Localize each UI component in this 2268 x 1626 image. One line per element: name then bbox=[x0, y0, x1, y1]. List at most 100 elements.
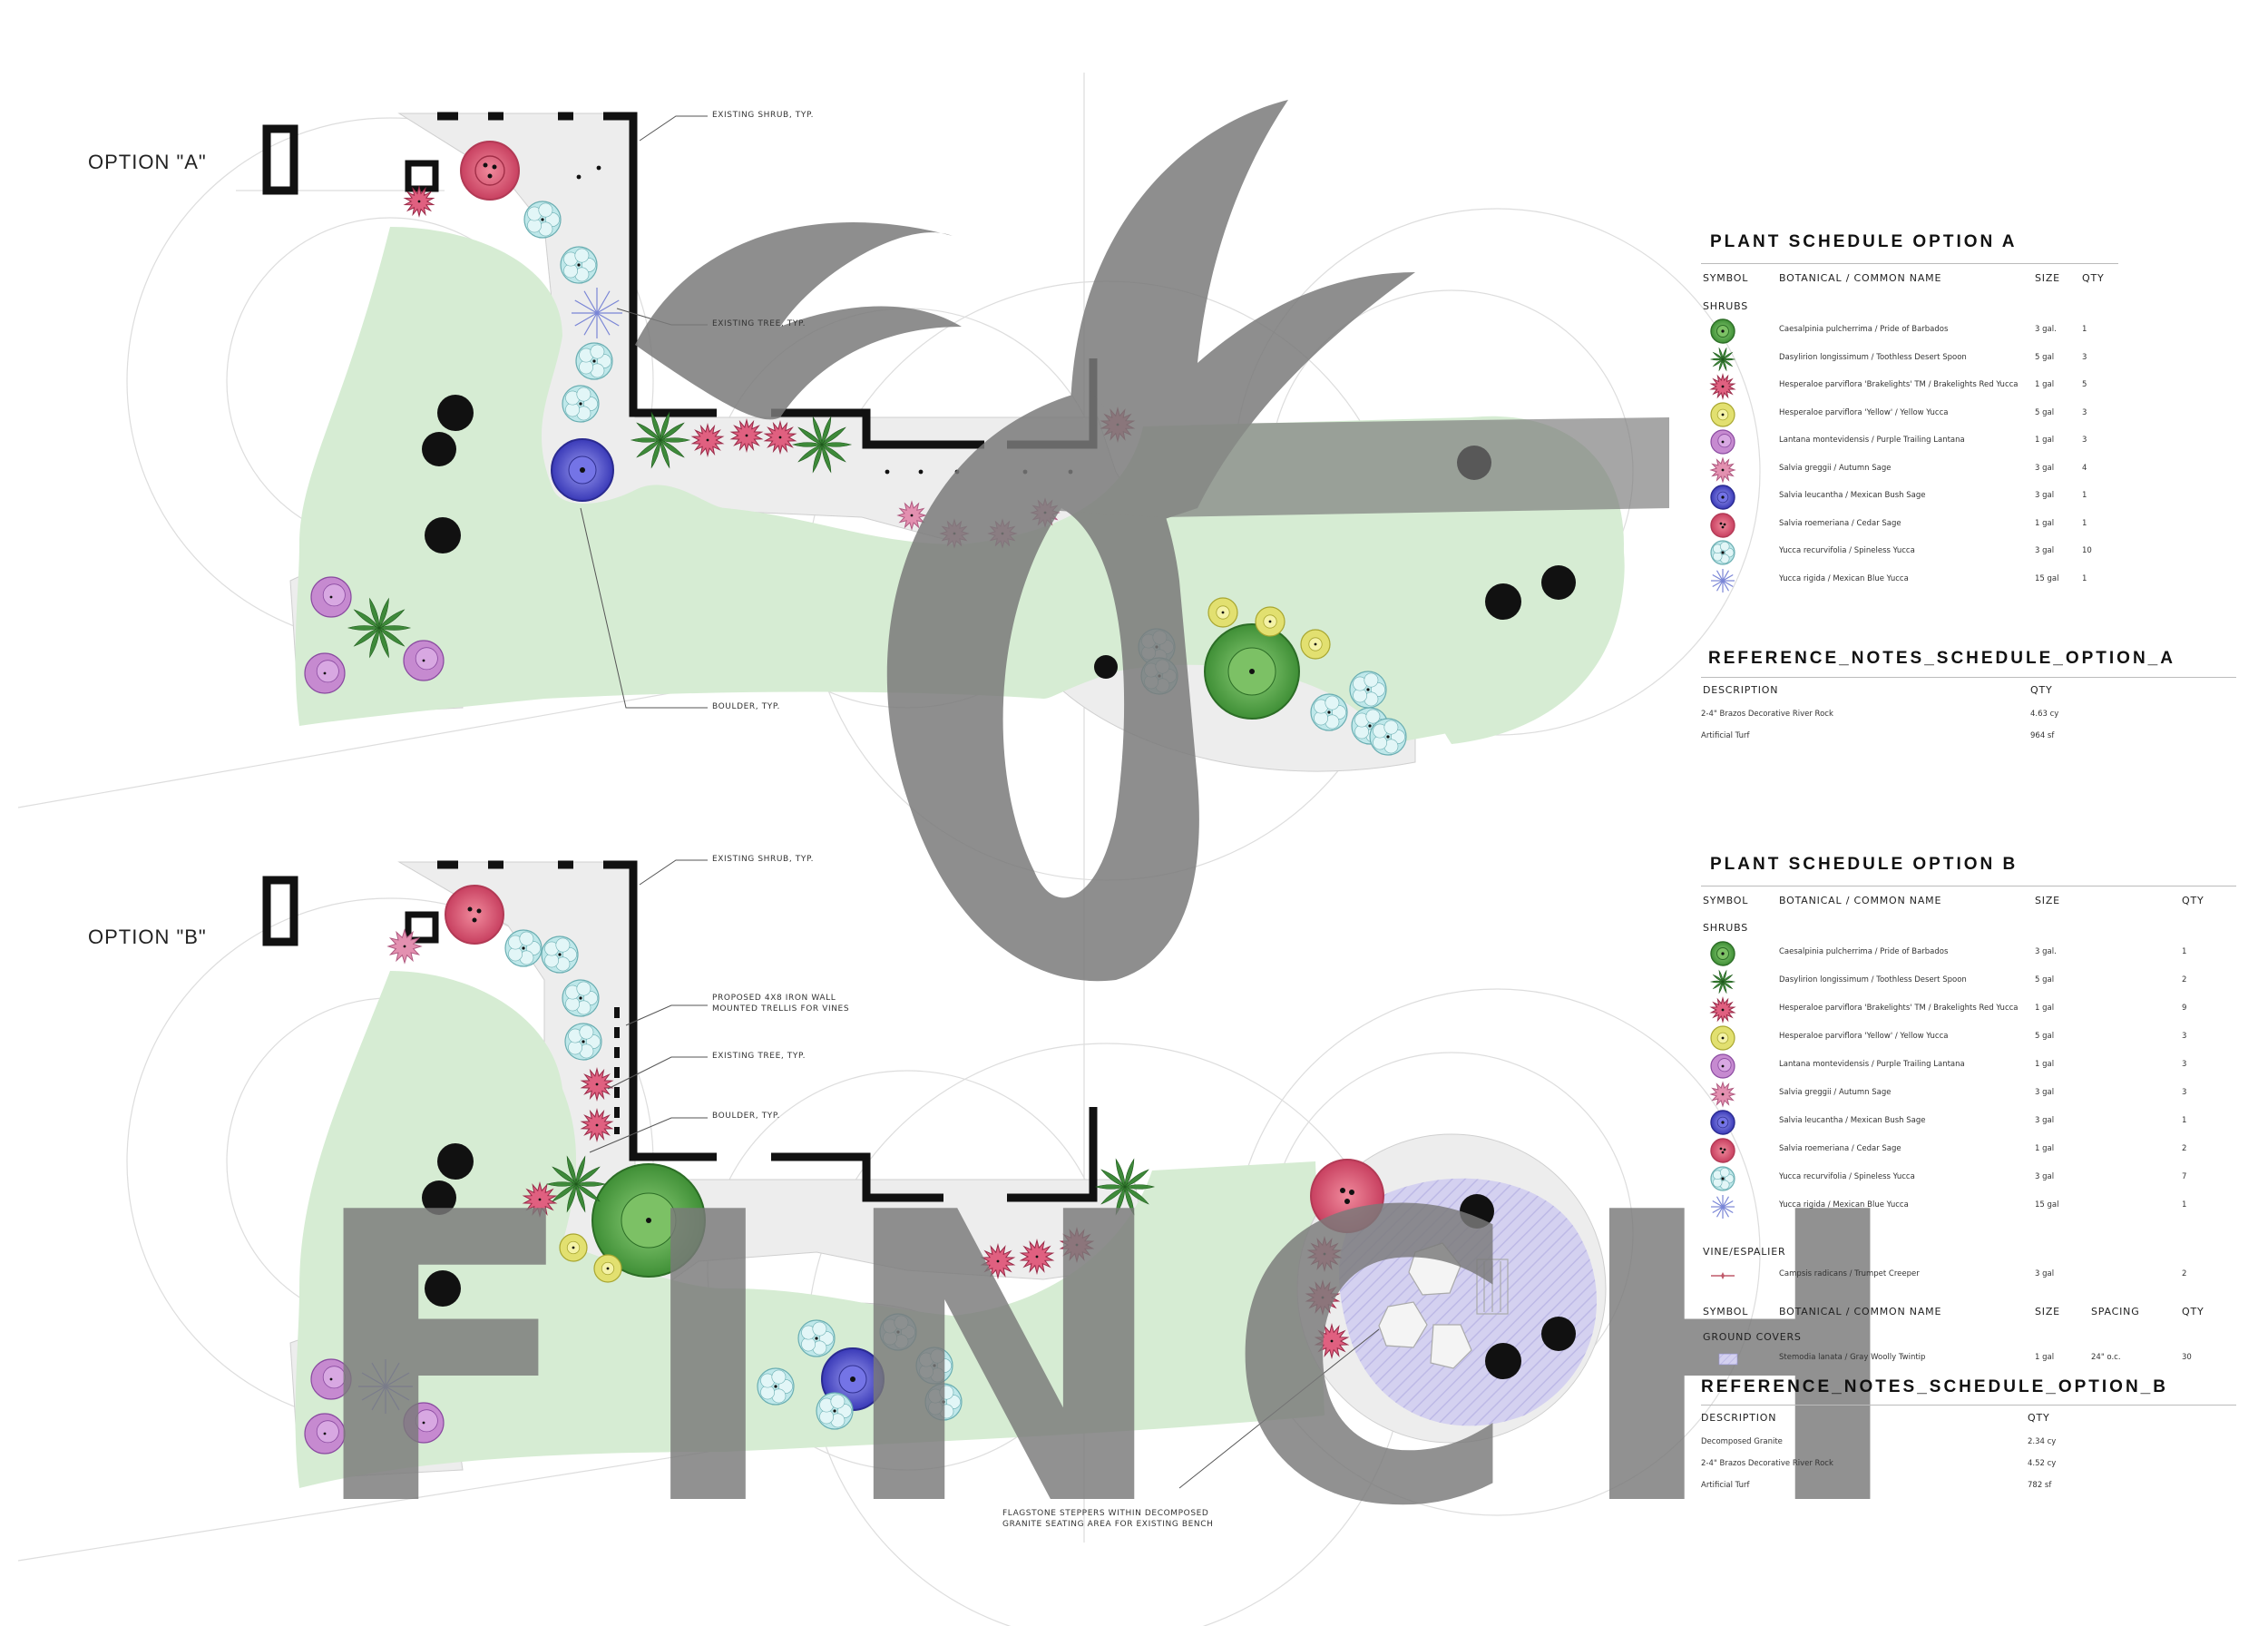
yellow-yucca-icon bbox=[1710, 401, 1735, 427]
blue-yucca-icon bbox=[1711, 568, 1735, 593]
spineless-yucca-icon bbox=[1310, 693, 1348, 731]
schedule-a-group-shrubs: SHRUBS bbox=[1703, 300, 1749, 312]
plant-schedule-option-b: PLANT SCHEDULE OPTION B SYMBOL BOTANICAL… bbox=[1701, 849, 2236, 1539]
desert-spoon-icon bbox=[347, 597, 412, 659]
schedule-row: Caesalpinia pulcherrima / Pride of Barba… bbox=[1701, 940, 2236, 967]
schedule-row: Hesperaloe parviflora 'Yellow' / Yellow … bbox=[1701, 1024, 2236, 1052]
desert-spoon-icon bbox=[791, 416, 853, 474]
yellow-yucca-icon bbox=[1207, 597, 1238, 628]
schedule-a-header-size: SIZE bbox=[2035, 272, 2060, 284]
plant-name: Yucca rigida / Mexican Blue Yucca bbox=[1779, 573, 1909, 583]
blue-yucca-icon bbox=[572, 288, 622, 338]
ref-description: 2-4" Brazos Decorative River Rock bbox=[1701, 1459, 1833, 1468]
spineless-yucca-icon bbox=[564, 1023, 602, 1061]
plant-qty: 2 bbox=[2182, 975, 2187, 984]
pride-of-barbados-icon bbox=[1710, 318, 1735, 344]
plant-size: 5 gal bbox=[2035, 975, 2055, 984]
schedule-a-header-name: BOTANICAL / COMMON NAME bbox=[1779, 272, 1942, 284]
purple-lantana-icon bbox=[310, 576, 352, 618]
plant-qty: 3 bbox=[2082, 352, 2087, 362]
plant-symbol-mexican-bush-sage bbox=[551, 438, 614, 502]
spineless-yucca-icon bbox=[1710, 540, 1735, 565]
callout-leaders bbox=[580, 115, 1380, 1489]
red-yucca-icon bbox=[403, 185, 435, 218]
spineless-yucca-icon bbox=[560, 246, 598, 284]
purple-lantana-icon bbox=[403, 640, 445, 681]
yellow-yucca-icon bbox=[559, 1233, 588, 1262]
purple-lantana-icon bbox=[304, 652, 346, 694]
purple-lantana-icon bbox=[310, 1358, 352, 1400]
plant-qty: 7 bbox=[2182, 1172, 2187, 1181]
schedule-b-header-symbol: SYMBOL bbox=[1703, 895, 1749, 906]
artificial-turf bbox=[295, 227, 1624, 744]
schedule-row: Dasylirion longissimum / Toothless Deser… bbox=[1701, 968, 2236, 995]
spineless-yucca-icon bbox=[816, 1392, 854, 1430]
red-yucca-icon bbox=[1305, 1279, 1341, 1316]
plant-name: Caesalpinia pulcherrima / Pride of Barba… bbox=[1779, 325, 1949, 334]
plant-size: 5 gal bbox=[2035, 352, 2055, 362]
plant-qty: 2 bbox=[2182, 1144, 2187, 1153]
plant-size: 1 gal bbox=[2035, 380, 2055, 389]
ref-a-rule bbox=[1701, 677, 2236, 678]
option-a-label: OPTION "A" bbox=[88, 151, 207, 173]
schedule-b-group-vine: VINE/ESPALIER bbox=[1703, 1246, 1786, 1258]
spineless-yucca-icon bbox=[915, 1347, 953, 1385]
schedule-b-header-name-2: BOTANICAL / COMMON NAME bbox=[1779, 1306, 1942, 1317]
plant-size: 3 gal bbox=[2035, 546, 2055, 555]
plant-size: 3 gal bbox=[2035, 1116, 2055, 1125]
spineless-yucca-icon bbox=[797, 1319, 836, 1357]
ref-b-rule bbox=[1701, 1405, 2236, 1406]
schedule-a-title: PLANT SCHEDULE OPTION A bbox=[1710, 232, 2018, 251]
ref-description: 2-4" Brazos Decorative River Rock bbox=[1701, 710, 1833, 719]
plant-symbol-pride-of-barbados bbox=[1204, 623, 1300, 720]
red-yucca-icon bbox=[980, 1243, 1016, 1279]
callout-boulder-b: BOULDER, TYP. bbox=[712, 1112, 780, 1121]
ground-spacing: 24" o.c. bbox=[2091, 1353, 2121, 1362]
plant-size: 1 gal bbox=[2035, 436, 2055, 445]
spineless-yucca-icon bbox=[1710, 1166, 1735, 1191]
spineless-yucca-icon bbox=[1349, 671, 1387, 709]
plant-size: 15 gal bbox=[2035, 1200, 2059, 1210]
plant-name: Salvia leucantha / Mexican Bush Sage bbox=[1779, 1116, 1926, 1125]
ref-b-title: REFERENCE_NOTES_SCHEDULE_OPTION_B bbox=[1701, 1377, 2168, 1396]
schedule-b-header-symbol-2: SYMBOL bbox=[1703, 1306, 1749, 1317]
plant-qty: 1 bbox=[2082, 325, 2087, 334]
plant-name: Yucca recurvifolia / Spineless Yucca bbox=[1779, 1172, 1915, 1181]
schedule-row: Hesperaloe parviflora 'Brakelights' TM /… bbox=[1701, 373, 2236, 400]
red-yucca-icon bbox=[1306, 1236, 1343, 1272]
callout-existing-shrub-b: EXISTING SHRUB, TYP. bbox=[712, 855, 815, 864]
desert-spoon-icon bbox=[1709, 969, 1736, 994]
red-yucca-icon bbox=[1019, 1239, 1055, 1275]
schedule-b-ground-row: Stemodia lanata / Gray Woolly Twintip 1 … bbox=[1701, 1346, 2236, 1373]
yellow-yucca-icon bbox=[593, 1254, 622, 1283]
red-yucca-icon bbox=[729, 418, 764, 453]
schedule-b-group-shrubs: SHRUBS bbox=[1703, 922, 1749, 934]
spineless-yucca-icon bbox=[504, 929, 543, 967]
plant-qty: 1 bbox=[2082, 573, 2087, 583]
ref-qty: 782 sf bbox=[2028, 1481, 2052, 1490]
plant-size: 3 gal bbox=[2035, 491, 2055, 500]
plant-qty: 3 bbox=[2082, 407, 2087, 417]
plant-name: Lantana montevidensis / Purple Trailing … bbox=[1779, 436, 1965, 445]
boulders bbox=[422, 395, 1576, 679]
ref-qty: 964 sf bbox=[2030, 731, 2055, 740]
callout-existing-shrub-a: EXISTING SHRUB, TYP. bbox=[712, 111, 815, 120]
blue-yucca-icon bbox=[358, 1359, 413, 1414]
ground-name: Stemodia lanata / Gray Woolly Twintip bbox=[1779, 1353, 1926, 1362]
ground-qty: 30 bbox=[2182, 1353, 2192, 1362]
schedule-a-rule bbox=[1701, 263, 2118, 264]
spineless-yucca-icon bbox=[575, 342, 613, 380]
schedule-a-header-qty: QTY bbox=[2082, 272, 2105, 284]
spineless-yucca-icon bbox=[562, 385, 600, 423]
blue-yucca-icon bbox=[1711, 1195, 1735, 1219]
red-yucca-icon bbox=[690, 423, 725, 457]
plant-name: Caesalpinia pulcherrima / Pride of Barba… bbox=[1779, 947, 1949, 956]
autumn-sage-icon bbox=[386, 928, 423, 965]
red-yucca-icon bbox=[1100, 406, 1136, 443]
